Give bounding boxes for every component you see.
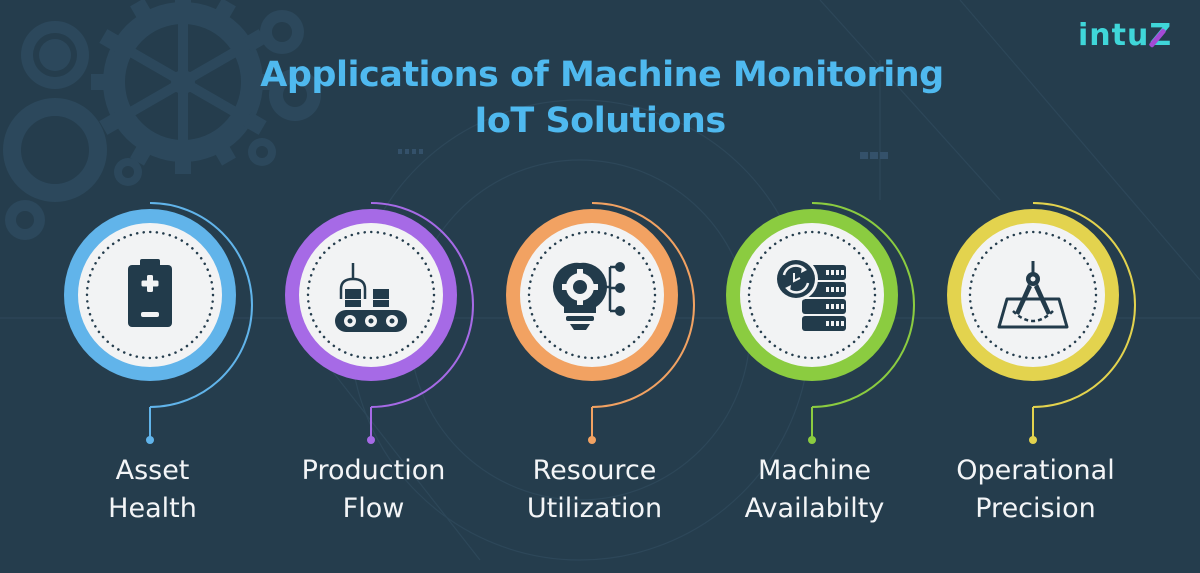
compass-drafting-icon <box>997 261 1069 329</box>
item-label: Production Flow <box>266 452 481 528</box>
ring-decoration <box>285 202 474 444</box>
item-label: Operational Precision <box>928 452 1143 528</box>
item-label-line-2: Health <box>108 493 197 524</box>
item-label-line-2: Precision <box>975 493 1096 524</box>
item-label-line-1: Operational <box>956 455 1115 486</box>
item-label-line-1: Resource <box>532 455 657 486</box>
application-resource-utilization: Resource Utilization <box>497 190 717 530</box>
item-label-line-1: Asset <box>115 455 190 486</box>
item-label: Machine Availabilty <box>707 452 922 528</box>
title-line-1: Applications of Machine Monitoring <box>260 55 944 95</box>
application-operational-precision: Operational Precision <box>938 190 1158 530</box>
application-asset-health: Asset Health <box>55 190 275 530</box>
item-label-line-2: Availabilty <box>744 493 885 524</box>
application-production-flow: Production Flow <box>276 190 496 530</box>
item-label: Asset Health <box>45 452 260 528</box>
title-line-2: IoT Solutions <box>474 101 726 141</box>
logo-text: intu <box>1078 18 1150 53</box>
server-sync-icon <box>774 257 846 331</box>
logo-text-z: Z <box>1149 18 1173 53</box>
item-label-line-2: Utilization <box>526 493 663 524</box>
ring-decoration <box>947 202 1136 444</box>
item-label-line-2: Flow <box>342 493 405 524</box>
item-label-line-1: Machine <box>757 455 872 486</box>
item-label-line-1: Production <box>301 455 446 486</box>
battery-icon <box>128 259 172 327</box>
conveyor-robot-icon <box>335 263 407 332</box>
page-title: Applications of Machine Monitoring IoT S… <box>0 52 1200 144</box>
lightbulb-gear-icon <box>552 262 625 330</box>
application-machine-availability: Machine Availabilty <box>717 190 937 530</box>
item-label: Resource Utilization <box>487 452 702 528</box>
intuz-logo: intuZ <box>1078 18 1172 53</box>
